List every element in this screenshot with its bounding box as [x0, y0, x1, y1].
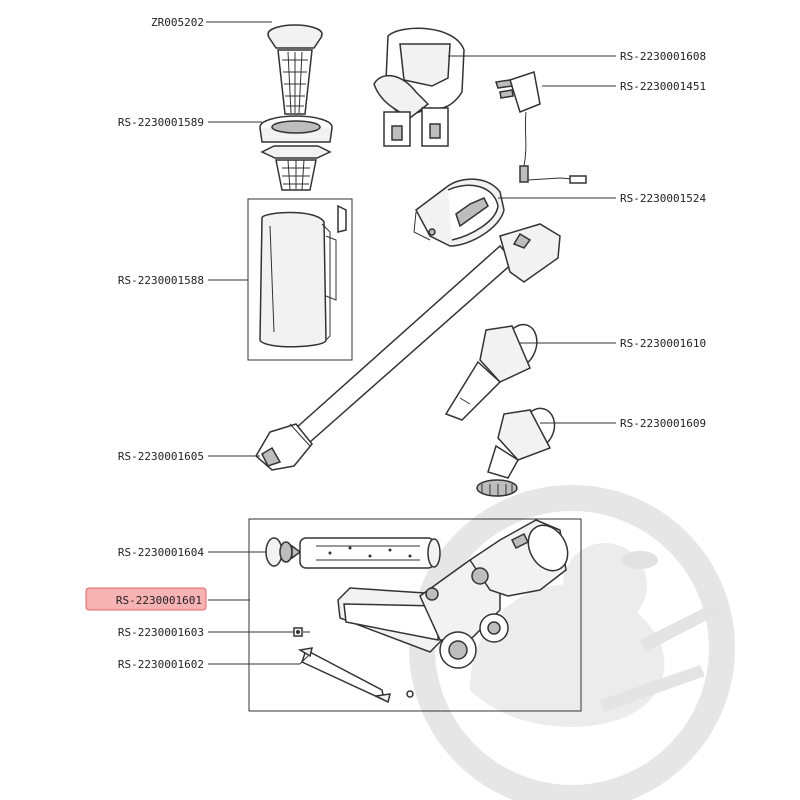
brush-roll-part [265, 537, 441, 569]
part-label-rs-2230001588[interactable]: RS-2230001588 [118, 274, 204, 287]
battery-part [413, 178, 505, 247]
part-label-rs-2230001608[interactable]: RS-2230001608 [620, 50, 706, 63]
charger-part [495, 71, 587, 184]
wall-mount-part [373, 27, 465, 147]
part-label-rs-2230001604[interactable]: RS-2230001604 [118, 546, 204, 559]
part-label-rs-2230001589[interactable]: RS-2230001589 [118, 116, 204, 129]
part-label-rs-2230001602[interactable]: RS-2230001602 [118, 658, 204, 671]
part-label-rs-2230001610[interactable]: RS-2230001610 [620, 337, 706, 350]
part-label-rs-2230001601[interactable]: RS-2230001601 [116, 594, 202, 607]
crevice-tool-part [444, 323, 538, 421]
cone-filter-part [267, 24, 323, 115]
part-label-rs-2230001609[interactable]: RS-2230001609 [620, 417, 706, 430]
part-label-rs-2230001451[interactable]: RS-2230001451 [620, 80, 706, 93]
screw-part [293, 627, 310, 637]
part-label-rs-2230001524[interactable]: RS-2230001524 [620, 192, 706, 205]
strip-part [297, 647, 414, 704]
part-label-rs-2230001603[interactable]: RS-2230001603 [118, 626, 204, 639]
leader-lines [206, 21, 616, 665]
cyclone-filter-part [259, 115, 333, 191]
electro-brush-head-part [337, 519, 569, 669]
part-label-rs-2230001605[interactable]: RS-2230001605 [118, 450, 204, 463]
part-label-zr005202[interactable]: ZR005202 [151, 16, 204, 29]
dust-container-part [259, 204, 347, 348]
highlight-box [85, 587, 207, 611]
electro-brush-frame [248, 518, 582, 712]
brush-tool-part [476, 407, 556, 497]
